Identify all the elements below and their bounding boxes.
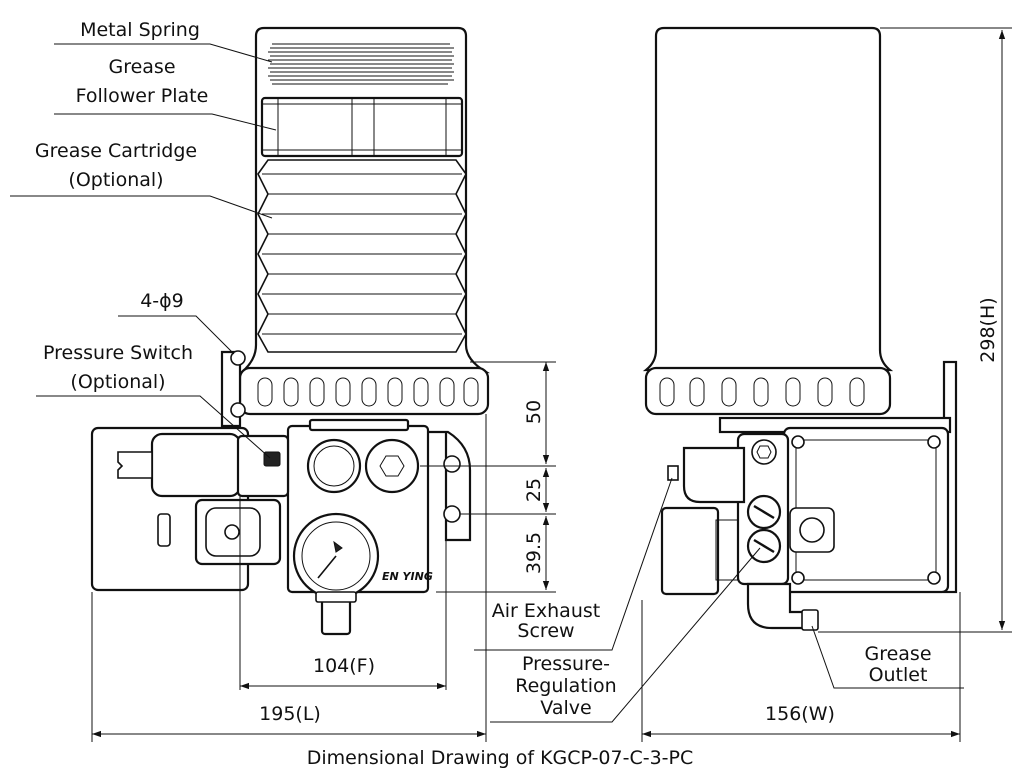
side-knurled-ring xyxy=(644,366,892,416)
side-reservoir xyxy=(642,26,894,372)
dim-195: 195(L) xyxy=(259,703,321,725)
cap-left xyxy=(306,438,362,494)
side-gauge xyxy=(660,506,720,596)
label-preg-line2: Regulation xyxy=(515,675,616,697)
side-view xyxy=(642,26,958,631)
grease-cartridge xyxy=(257,159,467,353)
label-preg-line1: Pressure- xyxy=(522,653,610,675)
label-cartridge-line1: Grease Cartridge xyxy=(35,140,197,162)
label-outlet-line1: Grease xyxy=(864,643,931,665)
callout-labels: Metal Spring Grease Follower Plate Greas… xyxy=(35,19,932,719)
label-mount-holes: 4-ϕ9 xyxy=(140,290,184,312)
dim-298: 298(H) xyxy=(977,297,999,362)
coil-screw xyxy=(224,524,240,540)
label-air-line2: Screw xyxy=(517,620,574,642)
mount-hole xyxy=(443,505,461,523)
side-outlet xyxy=(746,582,808,630)
dimension-values: 50 25 39.5 104(F) 195(L) 156(W) 298(H) xyxy=(259,297,999,725)
cap-right xyxy=(364,438,420,494)
pressure-switch xyxy=(236,434,290,498)
extension-lines xyxy=(91,27,1012,742)
pump-top-plate xyxy=(308,418,410,432)
dim-39-5: 39.5 xyxy=(523,532,545,574)
solenoid-block xyxy=(150,432,242,498)
knurled-ring xyxy=(238,366,490,416)
mount-hole xyxy=(443,455,461,473)
mount-hole xyxy=(230,402,246,418)
right-bracket xyxy=(424,430,472,542)
follower-plate xyxy=(260,96,464,158)
brand-mark: EN YING xyxy=(382,570,433,583)
label-air-line1: Air Exhaust xyxy=(492,600,600,622)
front-view: EN YING xyxy=(90,26,490,636)
label-follower-line2: Follower Plate xyxy=(76,85,209,107)
dim-156: 156(W) xyxy=(765,703,835,725)
dimension-arrows xyxy=(92,30,1006,738)
cartridge-folds xyxy=(262,173,462,335)
dim-25: 25 xyxy=(523,478,545,502)
label-metal-spring: Metal Spring xyxy=(80,19,200,41)
dim-50: 50 xyxy=(523,400,545,424)
label-follower-line1: Grease xyxy=(108,56,175,78)
knob xyxy=(157,513,171,547)
metal-spring xyxy=(268,43,454,85)
switch-indicator xyxy=(263,451,281,467)
label-cartridge-line2: (Optional) xyxy=(68,169,163,191)
label-preg-line3: Valve xyxy=(540,697,591,719)
label-outlet-line2: Outlet xyxy=(869,664,928,686)
leader-lines xyxy=(10,43,964,723)
air-exhaust-screw xyxy=(667,465,679,481)
side-switch xyxy=(682,446,746,504)
mount-hole xyxy=(230,350,246,366)
dim-104: 104(F) xyxy=(313,655,375,677)
label-pswitch-line1: Pressure Switch xyxy=(43,342,193,364)
air-fitting xyxy=(117,451,153,479)
outlet-neck xyxy=(315,591,357,603)
outlet-fitting xyxy=(320,598,352,636)
label-pswitch-line2: (Optional) xyxy=(70,371,165,393)
drawing-caption: Dimensional Drawing of KGCP-07-C-3-PC xyxy=(307,747,694,769)
